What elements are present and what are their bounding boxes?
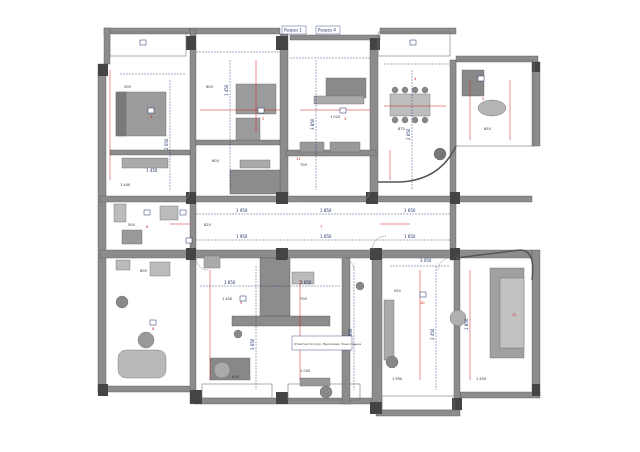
- dim-label: 1 020: [330, 115, 341, 119]
- room-number: 7: [320, 225, 322, 229]
- room-number: 6: [146, 225, 149, 229]
- room-number: 3: [344, 117, 346, 121]
- room-number: 2: [262, 117, 264, 121]
- room-number: 4: [414, 77, 417, 81]
- room-number: 10: [420, 301, 425, 305]
- dim-label: 1 950: [348, 328, 353, 340]
- dim-label: 3 050: [420, 258, 432, 263]
- dim-label: 1 650: [320, 234, 332, 239]
- vertical-dimensions: 1 450 3 850 2 650 2 050 3 650 1 950 2 45…: [164, 84, 469, 350]
- dim-label: 600: [206, 85, 214, 89]
- dim-label: 3 650: [250, 338, 255, 350]
- dim-label: 700: [300, 163, 308, 167]
- section-tags: Разрез 1 Разрез 4: [281, 25, 341, 35]
- curved-wall: [378, 145, 457, 183]
- dim-label: 1 650: [404, 208, 416, 213]
- curved-wall-bottom-right: [455, 249, 534, 281]
- dim-label: 1 450: [222, 297, 233, 301]
- room-number: 12: [512, 313, 517, 317]
- room-number: 11: [296, 157, 301, 161]
- red-guide-lines: [109, 60, 511, 380]
- dim-label: 1 650: [300, 280, 312, 285]
- dim-label: 1 450: [476, 377, 487, 381]
- dim-label: 1 850: [464, 318, 469, 330]
- room-numbers: 1 2 3 4 5 6 7 8 9 10 11 12: [146, 77, 517, 331]
- door-swings: [177, 189, 451, 271]
- dim-label: 820: [204, 223, 212, 227]
- dim-label: 600: [140, 269, 148, 273]
- dim-label: 650: [484, 127, 492, 131]
- dim-label: 1 950: [236, 234, 248, 239]
- dim-label: 2 650: [406, 128, 411, 140]
- dim-label: 550: [394, 289, 402, 293]
- dim-label: 1 950: [236, 208, 248, 213]
- dim-label: 1 450: [146, 168, 158, 173]
- furniture: [113, 69, 525, 399]
- dim-label: 2 450: [430, 328, 435, 340]
- dimension-lines: [120, 51, 450, 390]
- section-tag-1: Разрез 1: [284, 28, 302, 33]
- dim-label: 1 850: [320, 208, 332, 213]
- small-dimensions: 500 600 1 020 875 650 600 700 1 400 500 …: [120, 85, 492, 381]
- dim-label: 1 450: [224, 84, 229, 96]
- room-number: 9: [240, 301, 243, 305]
- floor-level-note: Отметки по полу: Прихожая, Зона отдыха: [291, 335, 361, 351]
- dim-label: 600: [212, 159, 220, 163]
- note-text: Отметки по полу: Прихожая, Зона отдыха: [294, 342, 361, 346]
- dim-label: 3 850: [310, 118, 315, 130]
- dim-label: 620: [232, 375, 240, 379]
- dim-label: 2 050: [164, 138, 169, 150]
- dim-label: 1 850: [224, 280, 236, 285]
- corridor-dimensions: 1 950 1 850 1 650 1 950 1 650 1 650 3 05…: [146, 168, 432, 285]
- dim-label: 500: [124, 85, 132, 89]
- section-tag-4: Разрез 4: [318, 28, 336, 33]
- dim-label: 875: [398, 127, 405, 131]
- dim-label: 700: [300, 297, 308, 301]
- dim-label: 1 650: [404, 234, 416, 239]
- room-number: 5: [482, 97, 484, 101]
- dim-label: 500: [128, 223, 136, 227]
- dim-label: 1 950: [392, 377, 403, 381]
- exterior-walls: [97, 27, 541, 417]
- structural-columns: [98, 36, 540, 414]
- room-number: 8: [152, 327, 155, 331]
- dim-label: 1 050: [300, 369, 311, 373]
- room-number: 1: [150, 115, 152, 119]
- markers: [139, 39, 485, 326]
- dim-label: 1 400: [120, 183, 131, 187]
